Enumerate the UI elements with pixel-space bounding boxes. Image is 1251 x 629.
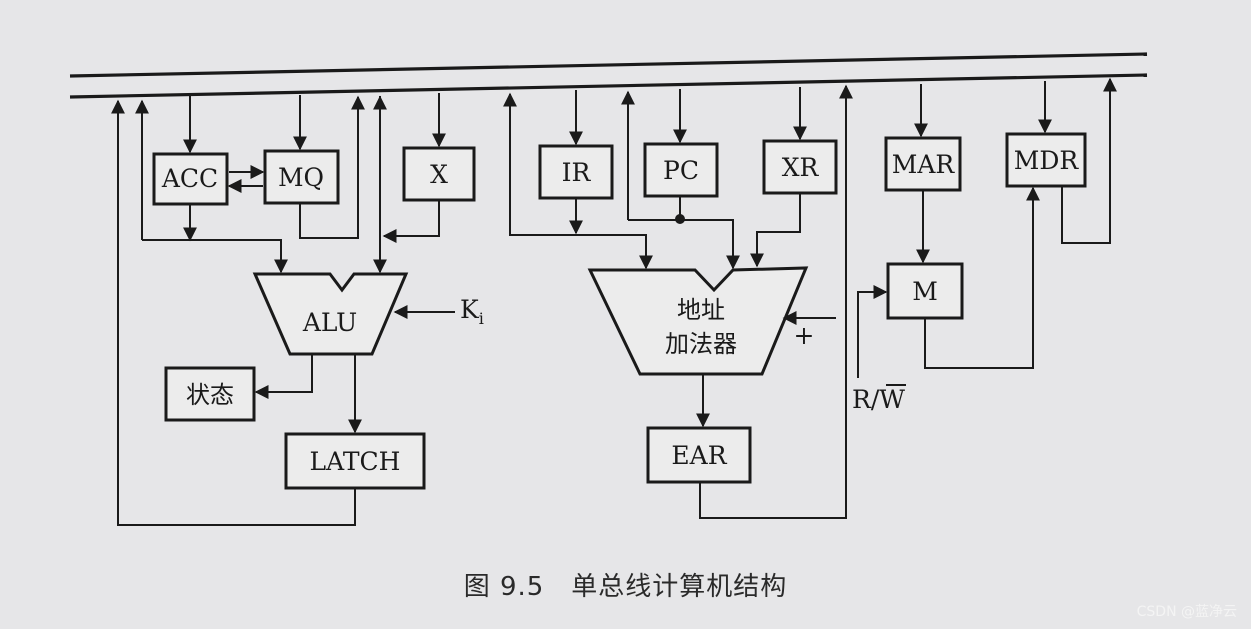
pc-label: PC (663, 156, 699, 185)
address-adder-unit (587, 266, 809, 376)
x-label: X (430, 160, 448, 189)
mq-register (263, 149, 340, 205)
alu-label: ALU (302, 308, 357, 337)
adder-label-line2: 加法器 (665, 330, 737, 358)
memory-unit (886, 262, 964, 320)
xr-register (762, 139, 838, 195)
figure-caption: 图 9.5 单总线计算机结构 (463, 572, 788, 602)
ki-signal-label: Ki (460, 295, 484, 328)
status-label: 状态 (186, 381, 234, 409)
alu-unit (252, 272, 409, 356)
status-register (164, 366, 256, 422)
m-label: M (912, 277, 938, 306)
mq-label: MQ (278, 163, 324, 192)
ear-label: EAR (671, 441, 727, 470)
plus-signal-label: + (794, 321, 815, 350)
mar-label: MAR (892, 150, 956, 179)
ear-register (646, 426, 752, 484)
adder-label-line1: 地址 (677, 296, 725, 324)
latch-label: LATCH (310, 447, 401, 476)
rw-signal-label: R/W (852, 385, 905, 414)
watermark: CSDN @蓝净云 (1136, 604, 1237, 620)
ir-register (538, 144, 614, 200)
mdr-register (1005, 132, 1087, 188)
acc-label: ACC (161, 164, 218, 193)
ir-label: IR (562, 158, 592, 187)
xr-label: XR (782, 153, 820, 182)
connection-wires (111, 77, 1117, 526)
system-bus (69, 52, 1148, 99)
mdr-label: MDR (1014, 146, 1080, 175)
